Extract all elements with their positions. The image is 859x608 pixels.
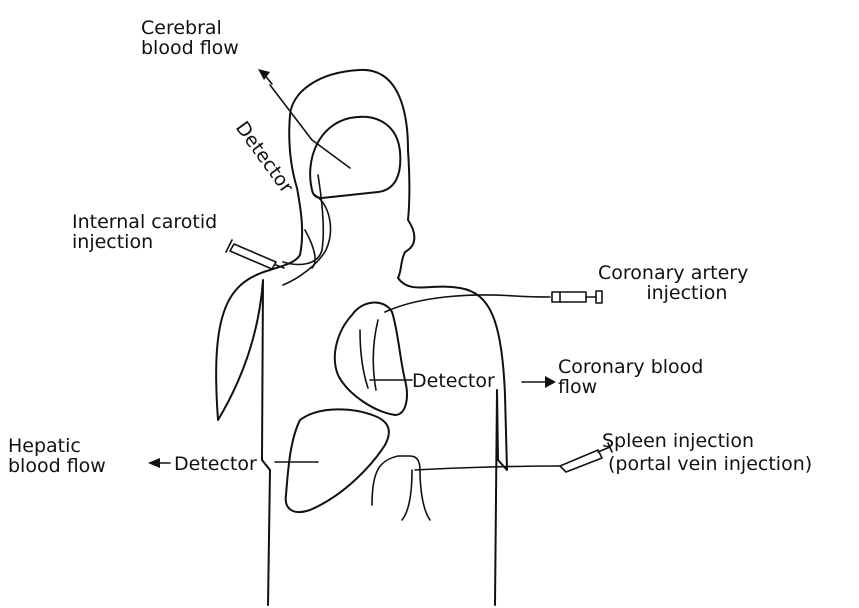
- carotid-syringe: [226, 240, 284, 269]
- coronary-artery-injection-label: Coronary artery injection: [598, 263, 748, 303]
- spleen-catheter: [415, 466, 560, 470]
- heart-shape: [335, 303, 407, 415]
- portal-vessel: [372, 456, 430, 520]
- internal-carotid-label: Internal carotid injection: [72, 212, 217, 252]
- brain-shape: [310, 117, 400, 198]
- liver-shape: [286, 409, 389, 512]
- heart-detector-label: Detector: [412, 371, 495, 391]
- coronary-catheter: [385, 295, 550, 312]
- hepatic-blood-flow-label: Hepatic blood flow: [8, 436, 106, 476]
- coronary-blood-flow-label: Coronary blood flow: [558, 357, 703, 397]
- coronary-syringe: [552, 291, 602, 303]
- liver-detector-label: Detector: [174, 454, 257, 474]
- portal-vein-injection-label: (portal vein injection): [608, 454, 812, 474]
- cerebral-blood-flow-label: Cerebral blood flow: [141, 18, 239, 58]
- coronary-arrowhead: [545, 376, 556, 388]
- brain-detector-line: [270, 85, 350, 168]
- spleen-injection-label: Spleen injection: [602, 431, 754, 451]
- hepatic-arrowhead: [148, 458, 160, 468]
